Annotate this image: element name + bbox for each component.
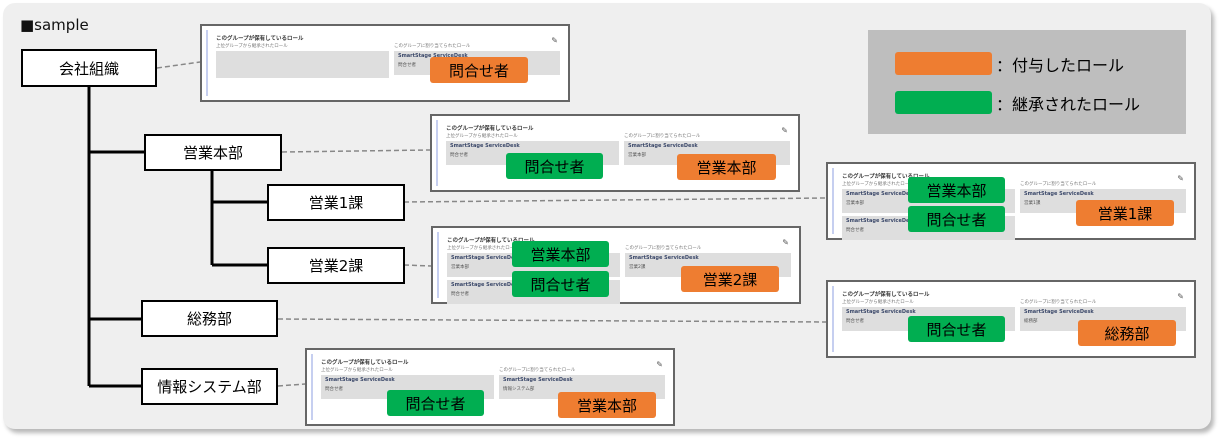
role-product: SmartStage ServiceDesk	[451, 282, 521, 288]
pencil-icon[interactable]: ✎	[782, 238, 789, 247]
card-title: このグループが保有しているロール	[842, 174, 930, 180]
card-body: このグループが保有しているロール ✎ 上位グループから継承されたロール このグル…	[206, 30, 564, 96]
role-product: SmartStage ServiceDesk	[629, 255, 699, 261]
inherited-section-label: 上位グループから継承されたロール	[446, 134, 518, 139]
role-product: SmartStage ServiceDesk	[846, 218, 916, 224]
card-title: このグループが保有しているロール	[446, 126, 534, 132]
role-name: 営業1課	[1024, 201, 1041, 206]
assigned-section-label: このグループに割り当てられたロール	[625, 246, 702, 251]
role-product: SmartStage ServiceDesk	[451, 255, 521, 261]
link-general-affairs	[277, 318, 827, 323]
assigned-role-badge: 営業本部	[558, 392, 656, 418]
role-card-sales2: このグループが保有しているロール ✎ 上位グループから継承されたロール Smar…	[431, 226, 801, 304]
pencil-icon[interactable]: ✎	[1177, 174, 1184, 183]
role-product: SmartStage ServiceDesk	[846, 309, 916, 315]
inherited-section: 上位グループから継承されたロール	[216, 43, 389, 81]
inherited-role-badge: 問合せ者	[506, 153, 603, 179]
inherited-role-badge: 営業本部	[908, 177, 1005, 203]
legend-label-inherited: ：継承されたロール	[996, 95, 1141, 114]
dashed-links	[156, 61, 827, 387]
role-name: 問合せ者	[846, 228, 864, 233]
card-title: このグループが保有しているロール	[216, 36, 304, 42]
role-product: SmartStage ServiceDesk	[450, 143, 520, 149]
assigned-role-badge: 営業2課	[681, 266, 779, 292]
node-sales2: 営業2課	[267, 247, 405, 284]
role-name: 問合せ者	[398, 63, 416, 68]
role-name: 営業本部	[451, 265, 469, 270]
role-name: 問合せ者	[846, 319, 864, 324]
node-general-affairs: 総務部	[141, 300, 278, 337]
assigned-role-badge: 営業1課	[1076, 200, 1174, 226]
inherited-role-badge: 営業本部	[512, 241, 609, 267]
role-name: 営業本部	[846, 201, 864, 206]
link-info-systems	[277, 383, 306, 387]
card-title: このグループが保有しているロール	[321, 360, 409, 366]
role-name: 総務部	[1024, 319, 1038, 324]
node-info-systems: 情報システム部	[141, 368, 278, 405]
legend-label-assigned: ：付与したロール	[996, 56, 1125, 75]
role-entry-empty	[216, 51, 389, 78]
role-name: 情報システム部	[503, 387, 535, 392]
role-name: 問合せ者	[451, 292, 469, 297]
role-product: SmartStage ServiceDesk	[503, 377, 573, 383]
pencil-icon[interactable]: ✎	[1177, 292, 1184, 301]
role-product: SmartStage ServiceDesk	[398, 53, 468, 59]
role-card-general-affairs: このグループが保有しているロール ✎ 上位グループから継承されたロール Smar…	[826, 280, 1196, 358]
assigned-role-badge: 問合せ者	[430, 57, 528, 83]
assigned-section-label: このグループに割り当てられたロール	[1020, 300, 1097, 305]
inherited-section-label: 上位グループから継承されたロール	[842, 182, 914, 187]
role-product: SmartStage ServiceDesk	[846, 191, 916, 197]
legend-swatch-assigned	[895, 52, 992, 75]
inherited-section-label: 上位グループから継承されたロール	[321, 368, 393, 373]
card-title: このグループが保有しているロール	[447, 238, 535, 244]
role-product: SmartStage ServiceDesk	[325, 377, 395, 383]
assigned-role-badge: 営業本部	[677, 154, 776, 180]
role-name: 問合せ者	[325, 387, 343, 392]
role-card-sales-hq: このグループが保有しているロール ✎ 上位グループから継承されたロール Smar…	[430, 114, 800, 192]
legend-swatch-inherited	[895, 91, 992, 114]
role-product: SmartStage ServiceDesk	[1024, 309, 1094, 315]
inherited-section-label: 上位グループから継承されたロール	[216, 44, 288, 49]
role-product: SmartStage ServiceDesk	[628, 143, 698, 149]
inherited-role-badge: 問合せ者	[908, 316, 1005, 342]
assigned-section-label: このグループに割り当てられたロール	[624, 134, 701, 139]
legend: ：付与したロール ：継承されたロール	[868, 30, 1186, 134]
inherited-role-badge: 問合せ者	[387, 390, 484, 416]
pencil-icon[interactable]: ✎	[781, 126, 788, 135]
role-product: SmartStage ServiceDesk	[1024, 191, 1094, 197]
inherited-section-label: 上位グループから継承されたロール	[447, 246, 519, 251]
inherited-section-label: 上位グループから継承されたロール	[842, 300, 914, 305]
assigned-section-label: このグループに割り当てられたロール	[499, 368, 576, 373]
link-sales-hq	[281, 149, 431, 153]
inherited-role-badge: 問合せ者	[512, 271, 609, 297]
node-sales-hq: 営業本部	[144, 134, 282, 171]
link-sales2	[403, 264, 432, 267]
node-company: 会社組織	[21, 49, 157, 87]
assigned-section-label: このグループに割り当てられたロール	[394, 44, 471, 49]
role-name: 営業本部	[628, 153, 646, 158]
pencil-icon[interactable]: ✎	[656, 360, 663, 369]
inherited-role-badge: 問合せ者	[908, 206, 1005, 232]
assigned-section-label: このグループに割り当てられたロール	[1020, 182, 1097, 187]
sample-label: ■sample	[20, 16, 89, 34]
assigned-role-badge: 総務部	[1078, 320, 1176, 346]
link-sales1	[403, 197, 827, 203]
tree-lines	[87, 86, 268, 388]
role-name: 営業2課	[629, 265, 646, 270]
card-title: このグループが保有しているロール	[842, 292, 930, 298]
node-sales1: 営業1課	[267, 184, 405, 221]
link-company	[156, 61, 201, 69]
pencil-icon[interactable]: ✎	[551, 36, 558, 45]
role-name: 問合せ者	[450, 153, 468, 158]
